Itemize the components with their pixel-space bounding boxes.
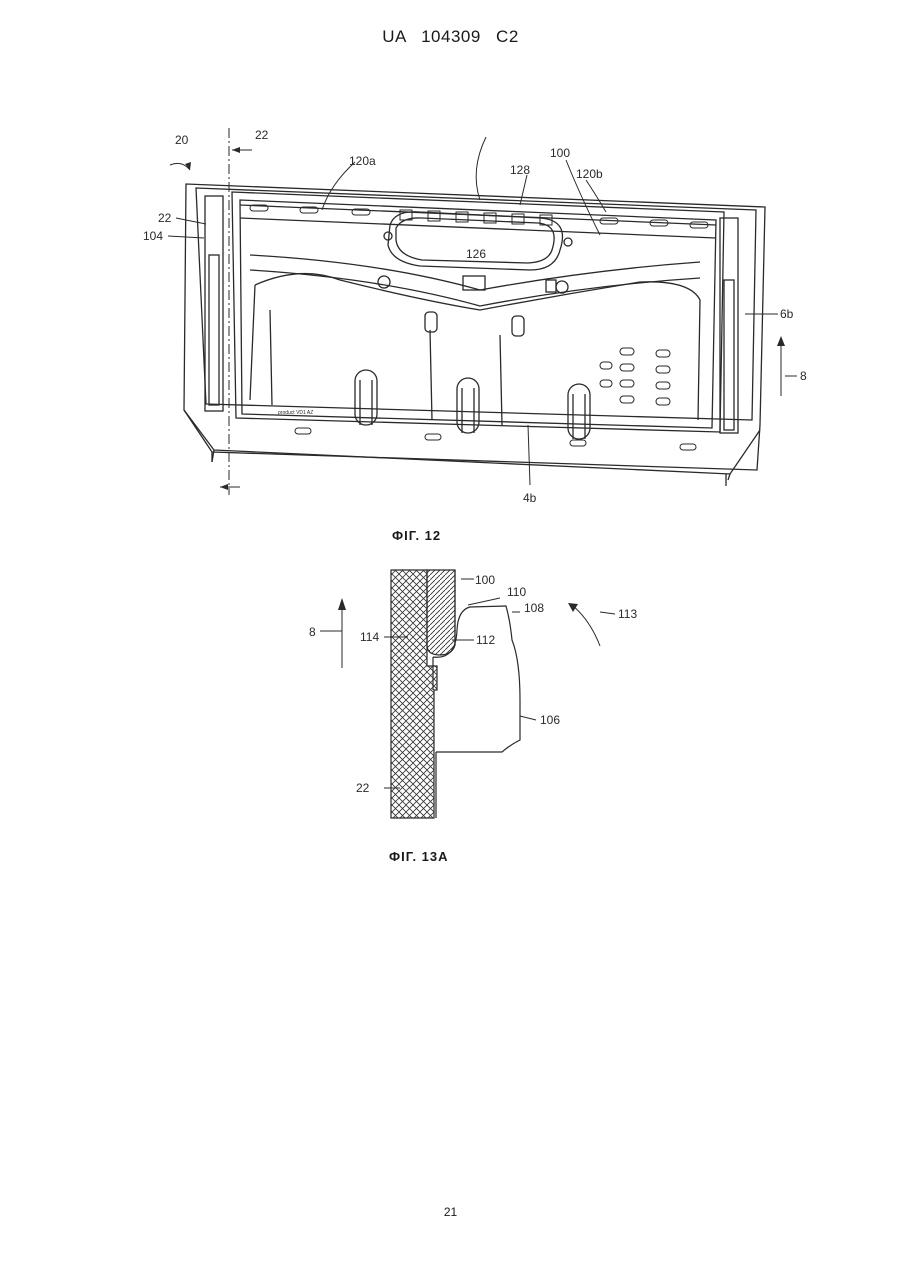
label-100: 100 [475, 573, 495, 587]
label-108: 108 [524, 601, 544, 615]
label-110: 110 [507, 585, 526, 599]
label-114: 114 [360, 630, 379, 644]
label-112: 112 [476, 633, 495, 647]
label-106: 106 [540, 713, 560, 727]
label-8: 8 [309, 625, 316, 639]
page-number: 21 [0, 1205, 901, 1219]
label-113: 113 [618, 607, 637, 621]
label-22: 22 [356, 781, 370, 795]
figure-13a-caption: ФІГ. 13А [389, 849, 449, 864]
figure-13a-drawing: 100 110 108 113 8 114 112 106 22 [0, 0, 901, 860]
